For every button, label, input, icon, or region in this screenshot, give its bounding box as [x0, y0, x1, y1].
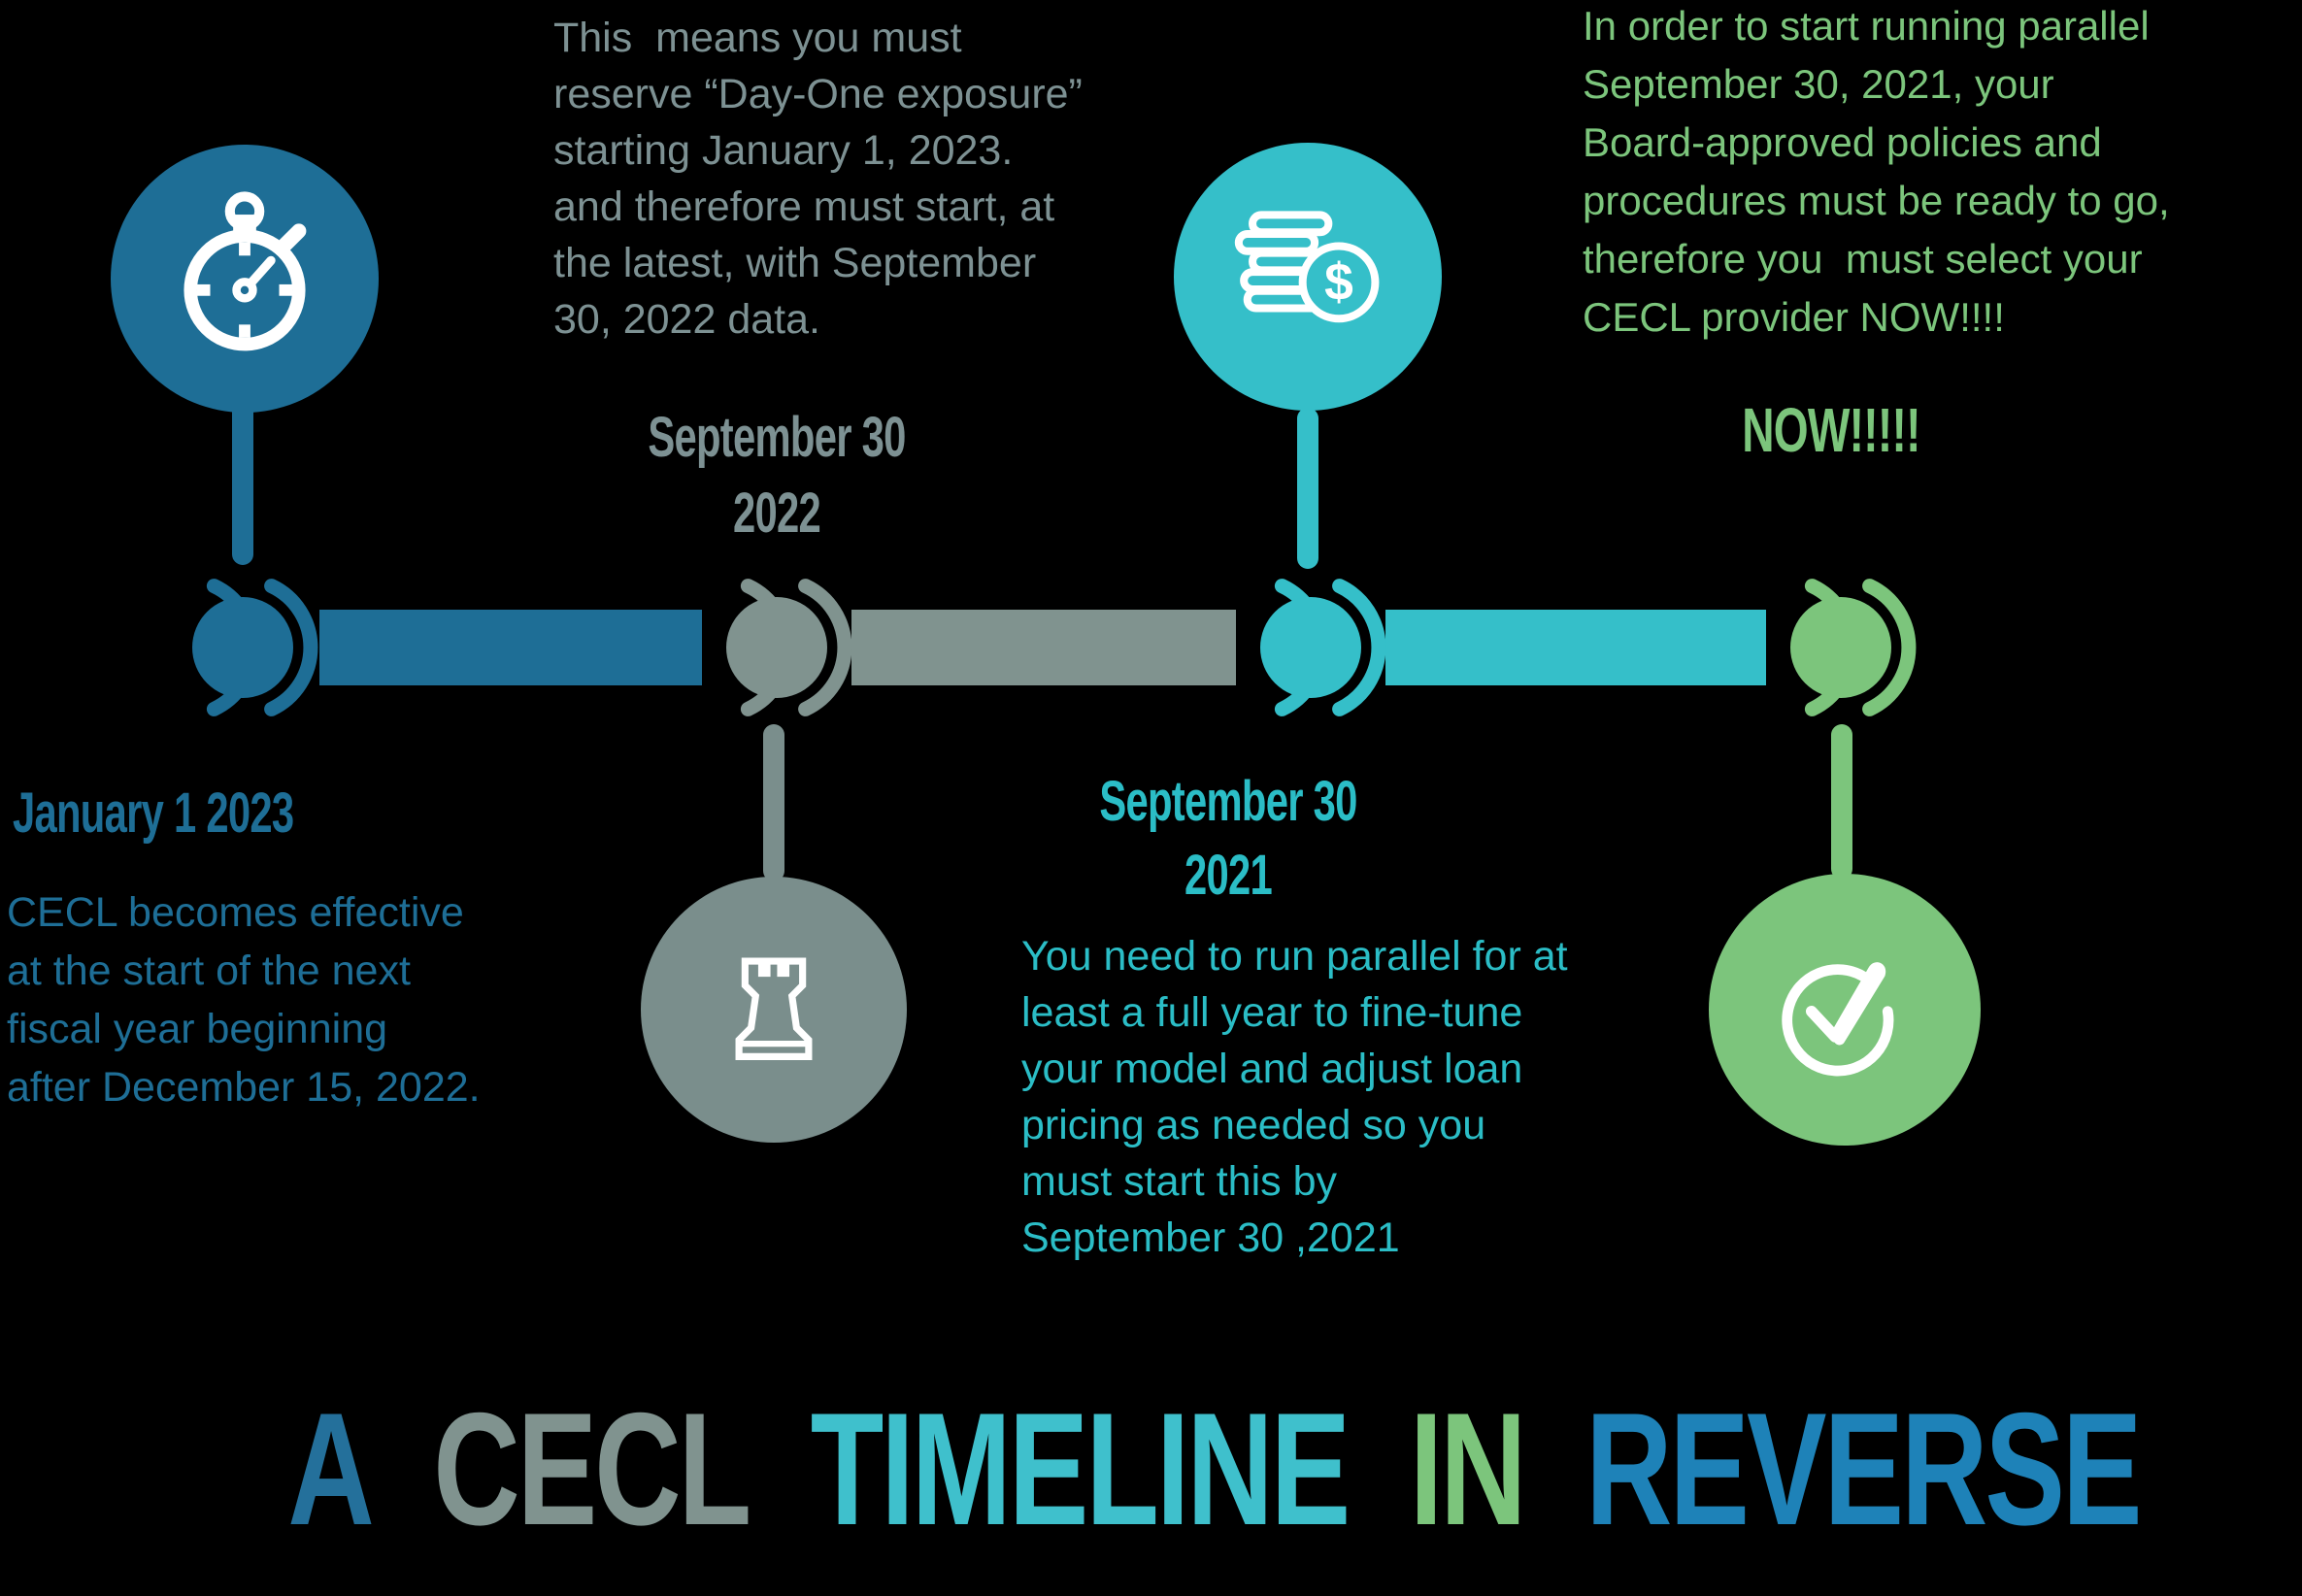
page-title: A CECL TIMELINE IN REVERSE: [287, 1380, 2142, 1558]
title-word-a: A: [287, 1380, 374, 1558]
timeline-node-2: [726, 579, 852, 716]
timeline-bar-blue: [319, 610, 702, 685]
milestone2-stem: [763, 724, 784, 881]
title-word-reverse: REVERSE: [1585, 1380, 2142, 1558]
timeline-node-3: [1260, 579, 1386, 716]
milestone1-heading: January 1 2023: [13, 781, 294, 845]
milestone2-circle: [641, 877, 907, 1143]
timeline-bar-teal: [1385, 610, 1766, 685]
milestone1-circle: [111, 145, 379, 413]
timeline-node-1: [192, 579, 318, 716]
timeline-bar-gray: [851, 610, 1236, 685]
milestone3-heading: September 30 2021: [1099, 770, 1357, 907]
stopwatch-icon: [183, 191, 307, 351]
checkmark-circle-icon: [1782, 962, 1894, 1077]
chess-rook-icon: [735, 957, 813, 1060]
milestone4-body: In order to start running parallel Septe…: [1583, 3, 2170, 340]
timeline-node-4: [1790, 579, 1917, 716]
dollar-sign: $: [1324, 253, 1353, 311]
milestone3-circle: $: [1174, 143, 1442, 411]
milestone4-heading: NOW!!!!!: [1742, 395, 1920, 465]
milestone4-stem: [1831, 724, 1852, 880]
milestone3-body: You need to run parallel for at least a …: [1021, 933, 1568, 1261]
title-word-timeline: TIMELINE: [810, 1380, 1351, 1558]
milestone2-body: This means you must reserve “Day-One exp…: [553, 15, 1083, 343]
coins-dollar-icon: $: [1234, 210, 1380, 322]
title-word-cecl: CECL: [433, 1380, 751, 1558]
milestone1-body: CECL becomes effective at the start of t…: [7, 889, 481, 1111]
title-word-in: IN: [1409, 1380, 1527, 1558]
milestone4-circle: [1709, 874, 1981, 1146]
milestone3-stem: [1297, 408, 1318, 569]
milestone2-heading: September 30 2022: [648, 406, 906, 545]
milestone1-stem: [232, 398, 253, 565]
